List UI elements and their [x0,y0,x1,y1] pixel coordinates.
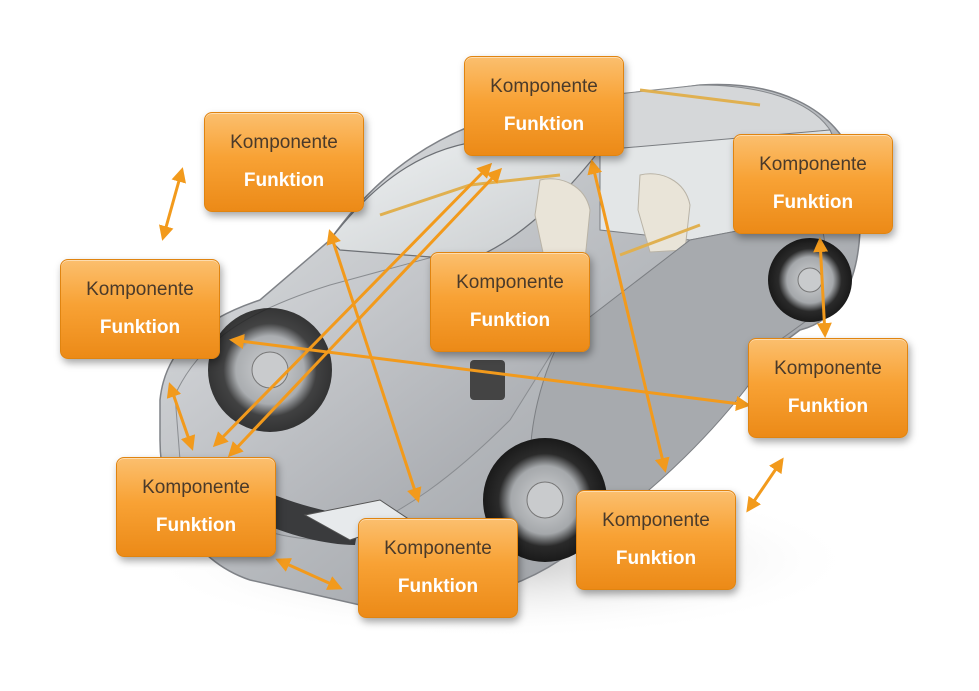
component-box-mid-left: Komponente Funktion [60,259,220,359]
function-label: Funktion [503,114,585,135]
component-label: Komponente [230,132,338,153]
component-box-upper-right: Komponente Funktion [733,134,893,234]
component-label: Komponente [602,510,710,531]
component-label: Komponente [456,272,564,293]
arrow-lowerleft-to-bottomcenter [275,558,343,590]
component-box-top-center: Komponente Funktion [464,56,624,156]
arrow-topcenter-to-bottomright [587,159,670,473]
connection-arrows [159,159,832,590]
function-label: Funktion [615,548,697,569]
component-box-center: Komponente Funktion [430,252,590,352]
front-wheel-hub [251,351,289,389]
arrow-bottomright-to-midright [746,457,784,513]
component-box-bottom-center: Komponente Funktion [358,518,518,618]
function-label: Funktion [772,192,854,213]
function-label: Funktion [787,396,869,417]
arrow-midleft-to-lowerleft [166,382,196,451]
function-label: Funktion [243,170,325,191]
front-right-wheel-hub [526,481,564,519]
component-label: Komponente [490,76,598,97]
component-label: Komponente [142,477,250,498]
arrow-upperright-to-midright [813,237,832,338]
component-box-lower-left: Komponente Funktion [116,457,276,557]
component-label: Komponente [86,279,194,300]
function-label: Funktion [397,576,479,597]
function-label: Funktion [469,310,551,331]
wiring-harness [639,88,761,107]
component-label: Komponente [759,154,867,175]
function-label: Funktion [155,515,237,536]
component-label: Komponente [774,358,882,379]
function-label: Funktion [99,317,181,338]
component-box-mid-right: Komponente Funktion [748,338,908,438]
component-box-upper-left: Komponente Funktion [204,112,364,212]
control-unit [470,360,505,400]
arrow-curved-left [159,167,186,241]
component-box-bottom-right: Komponente Funktion [576,490,736,590]
component-label: Komponente [384,538,492,559]
rear-wheel-hub [797,267,823,293]
